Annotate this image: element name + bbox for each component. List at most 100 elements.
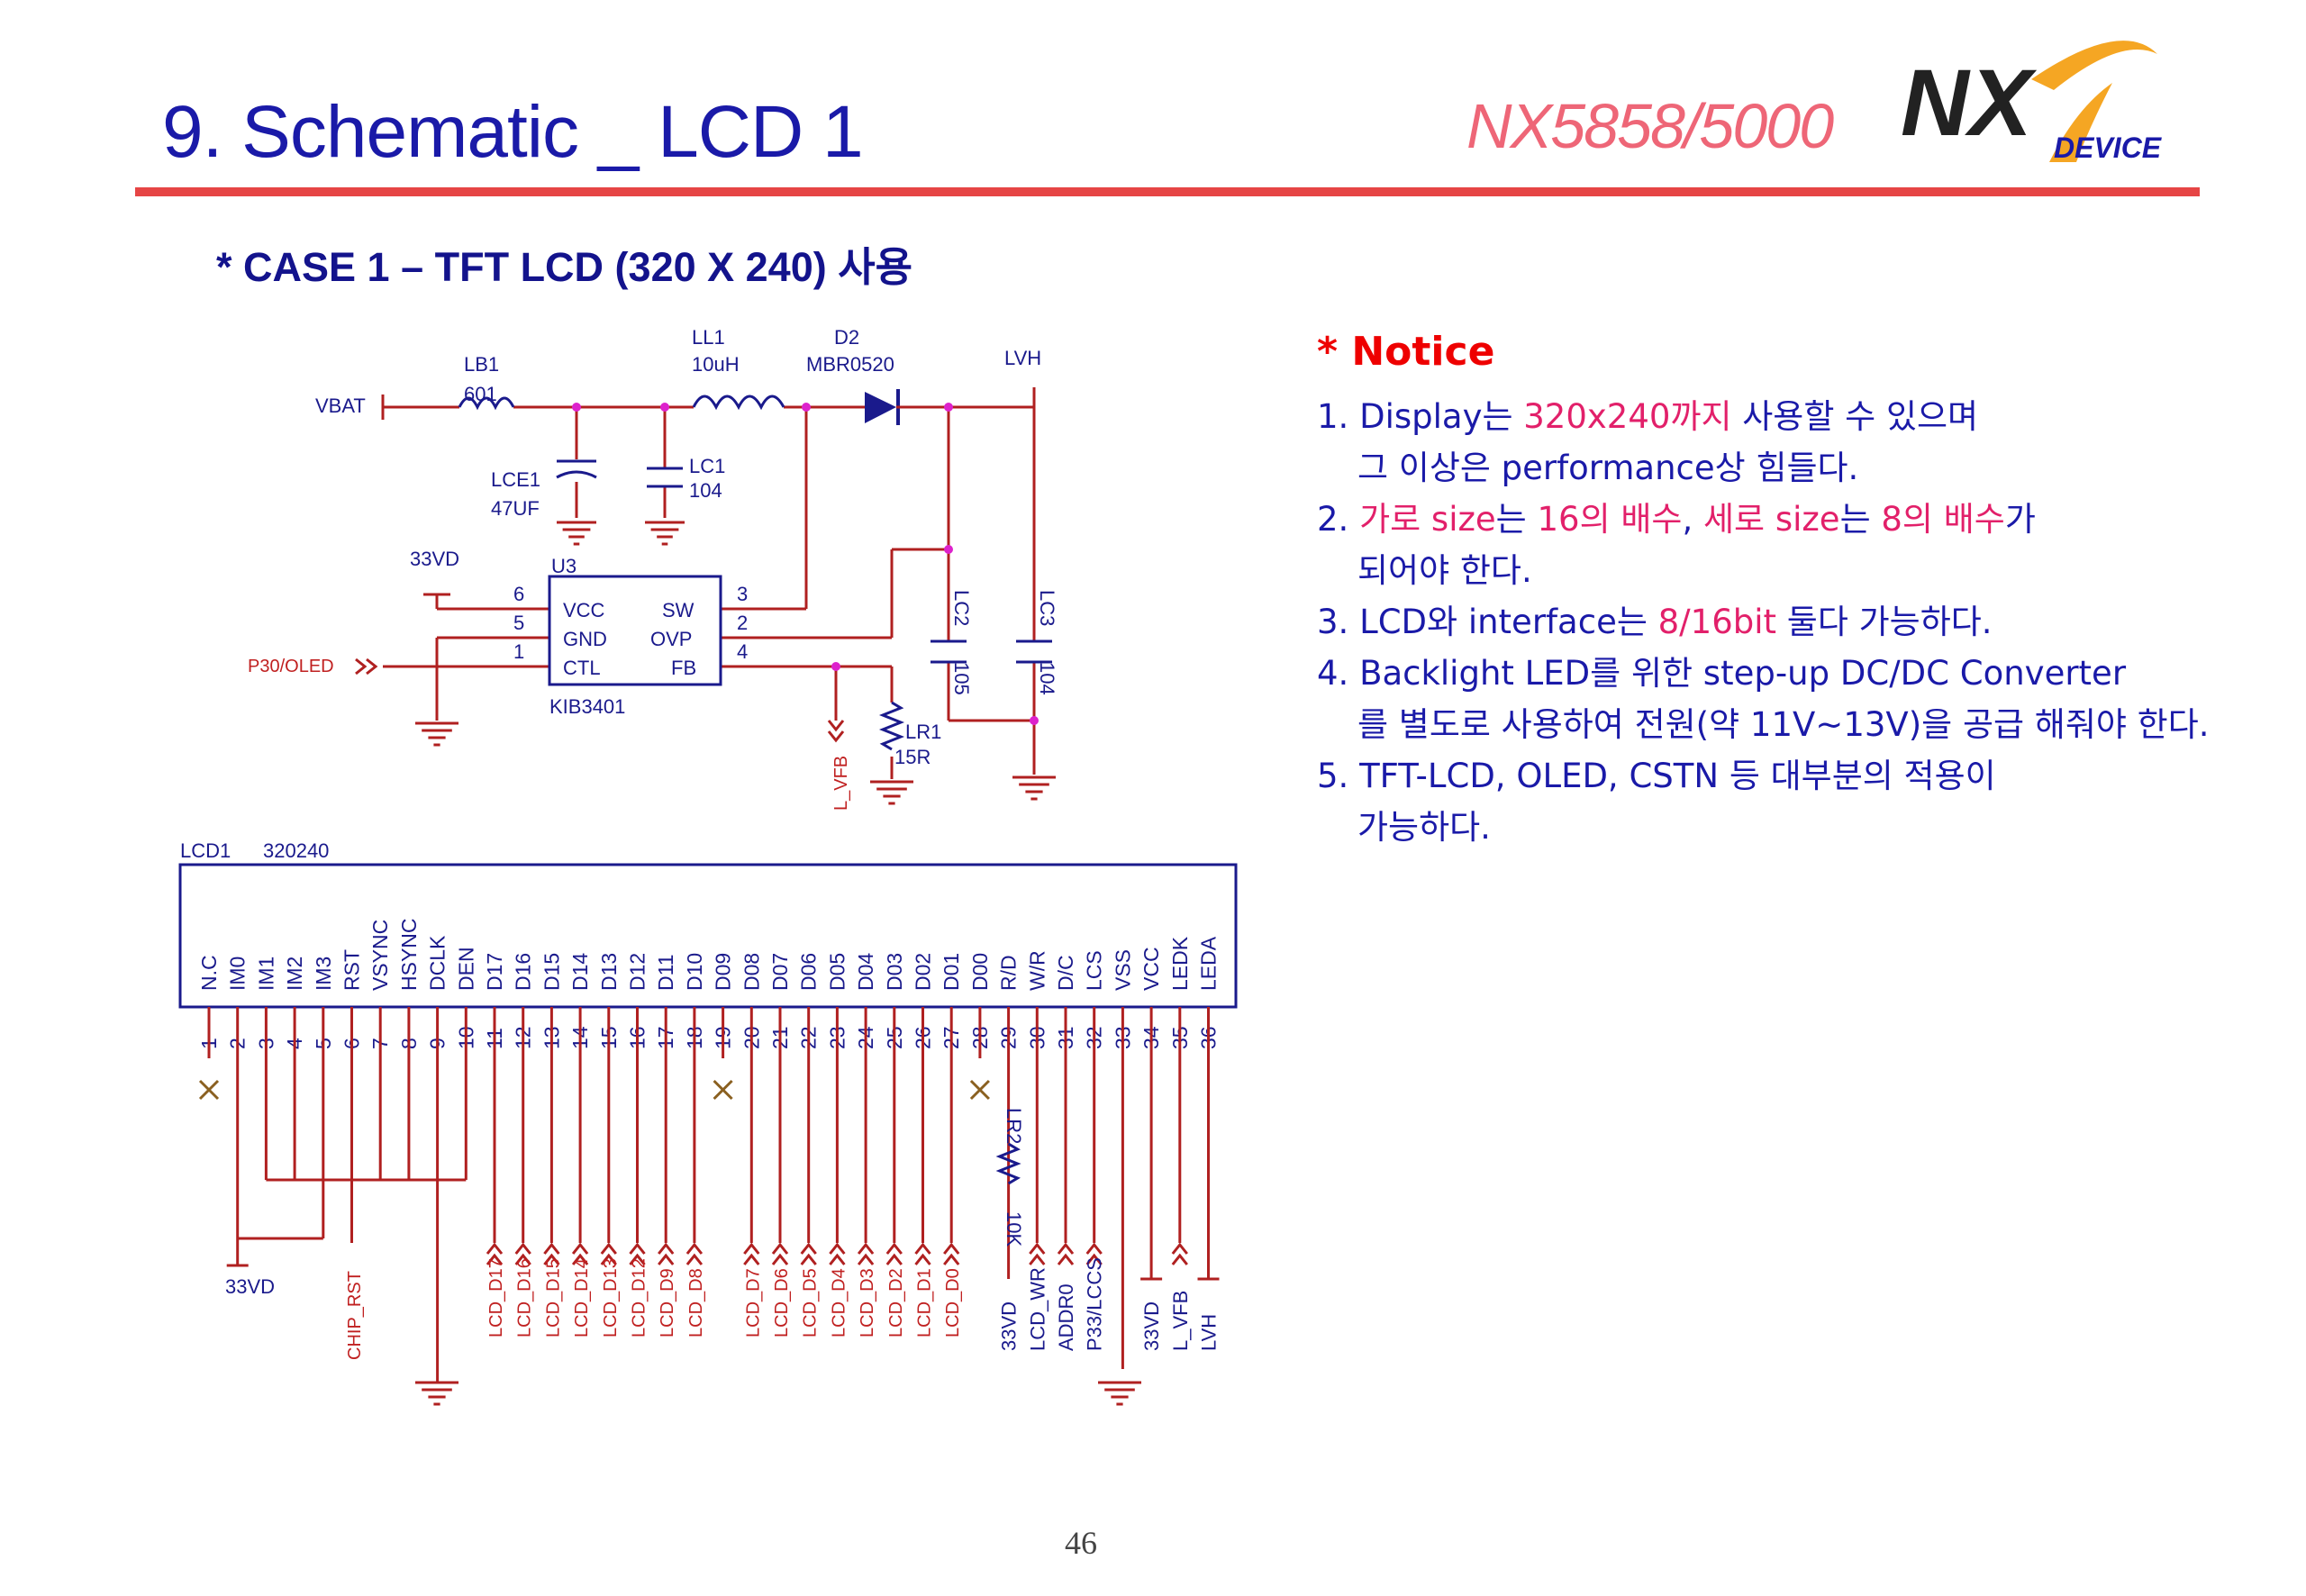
net-port-arrow (658, 1242, 675, 1265)
no-connect-mark (969, 1079, 990, 1101)
net-port-arrow (743, 1242, 760, 1265)
net-label: P33/LCCS (1084, 1257, 1106, 1351)
u3-pin-gnd: GND (563, 628, 607, 650)
junction-dot (572, 403, 581, 412)
notice-item-number: 3. (1317, 603, 1360, 641)
net-port-arrow (486, 1242, 504, 1265)
junction-dot (1030, 716, 1039, 725)
d2-value: MBR0520 (806, 353, 894, 376)
net-port-arrow (1057, 1242, 1075, 1265)
net-label: LCD_D2 (886, 1268, 906, 1338)
page-title: 9. Schematic _ LCD 1 (162, 91, 864, 173)
net-label: LCD_D4 (829, 1268, 849, 1338)
net-label: LCD_D1 (915, 1268, 935, 1338)
net-port-arrow (1171, 1242, 1188, 1265)
notice-item-text: 가로 size (1359, 500, 1496, 539)
lcd-pin-name: DEN (454, 947, 477, 991)
lcd-pin-name: D04 (854, 953, 877, 991)
no-connect-mark (198, 1079, 220, 1101)
lr1-resistor (878, 701, 905, 751)
notice-item-text: , (1682, 500, 1703, 539)
ground-symbol (557, 521, 596, 546)
lcd-pin-name: VSYNC (368, 920, 392, 991)
lcd-pin-name: HSYNC (397, 918, 421, 991)
p30-oled-label: P30/OLED (248, 657, 334, 676)
lc2-label: LC2 (950, 590, 973, 626)
notice-item-text: LCD와 interface는 (1359, 603, 1658, 641)
ground-symbol (1012, 775, 1056, 801)
lcd-pin-name: DCLK (426, 935, 449, 991)
lr2-label: LR2 (1003, 1108, 1025, 1144)
lc1-value: 104 (689, 479, 722, 502)
lcd-pin-name: LEDK (1168, 936, 1192, 991)
notice-item-text: 사용할 수 있으며 (1731, 397, 1979, 436)
lcd-pin-name: D/C (1054, 955, 1077, 991)
lcd-pin-name: IM3 (312, 957, 335, 991)
net-label: LCD_D3 (858, 1268, 877, 1338)
ground-symbols (415, 521, 1141, 1406)
lr1-value: 15R (894, 746, 931, 768)
notice-item-continuation: 가능하다. (1357, 808, 1491, 847)
lcd-pin-name: W/R (1025, 950, 1049, 991)
lcd-pin-name: D15 (540, 953, 563, 991)
nx-device-logo: NX DEVICE (1901, 41, 2163, 164)
lce1-capacitor (556, 459, 597, 479)
lcd-pin-name: D16 (512, 953, 535, 991)
ll1-label: LL1 (692, 326, 725, 349)
lb1-label: LB1 (464, 353, 499, 376)
net-label: LCD_D13 (601, 1258, 621, 1338)
lcd-pin-name: D02 (912, 953, 935, 991)
p30-port-arrow (355, 657, 378, 676)
lcd-pin-name: D01 (940, 953, 963, 991)
notice-item: 4. Backlight LED를 위한 step-up DC/DC Conve… (1317, 648, 2272, 750)
notice-item-continuation: 를 별도로 사용하여 전원(약 11V~13V)을 공급 해줘야 한다. (1357, 705, 2210, 744)
notice-item-number: 1. (1317, 397, 1360, 436)
net-label: LCD_D6 (772, 1268, 792, 1338)
net-port-arrow (771, 1242, 789, 1265)
u3-pin-sw: SW (662, 599, 695, 621)
lcd-pin-name: D06 (797, 953, 821, 991)
lcd-pin-name: IM2 (283, 957, 306, 991)
lcd-pin-name: D03 (883, 953, 906, 991)
lc1-capacitor (647, 467, 683, 488)
lcd-pin-name: LEDA (1197, 936, 1221, 991)
chip-rst-label: CHIP_RST (345, 1271, 365, 1360)
junction-dot (802, 403, 811, 412)
net-port-arrow (685, 1242, 704, 1265)
net-label: LCD_D9 (658, 1268, 677, 1338)
net-label: LCD_D15 (543, 1258, 563, 1338)
net-label: LCD_D0 (943, 1268, 963, 1338)
net-port-arrow (1085, 1242, 1103, 1265)
lb1-value: 601 (464, 383, 497, 405)
ground-symbol (415, 721, 458, 747)
u3-label: U3 (551, 555, 576, 577)
junction-dot (944, 403, 953, 412)
net-label: LCD_D14 (572, 1258, 592, 1338)
notice-title: * Notice (1317, 329, 1495, 375)
net-port-arrow (829, 1242, 846, 1265)
net-port-arrow (600, 1242, 617, 1265)
net-label: LCD_WR (1026, 1267, 1049, 1351)
notice-item-text: 8의 배수 (1881, 500, 2005, 539)
model-number: NX5858/5000 (1466, 91, 1834, 161)
net-label: LCD_D7 (743, 1268, 763, 1338)
ground-symbol (645, 521, 685, 546)
lb1-ferrite (458, 396, 515, 411)
net-port-arrow (857, 1242, 875, 1265)
lc3-value: 104 (1036, 662, 1058, 695)
lcd-pin-name: D13 (597, 953, 621, 991)
u3-pin-fb: FB (671, 657, 696, 679)
lcd-pin-name: R/D (997, 955, 1021, 991)
lcd-pin-name: N.C (197, 955, 221, 991)
lvh-label: LVH (1004, 347, 1041, 369)
net-label: LVH (1198, 1314, 1221, 1351)
lcd-pin-name: VSS (1111, 949, 1134, 991)
notice-item: 3. LCD와 interface는 8/16bit 둘다 가능하다. (1317, 596, 2272, 648)
net-label: LCD_D17 (486, 1258, 506, 1338)
ground-symbol (870, 780, 913, 805)
notice-item-number: 5. (1317, 757, 1360, 795)
lc2-value: 105 (950, 662, 973, 695)
